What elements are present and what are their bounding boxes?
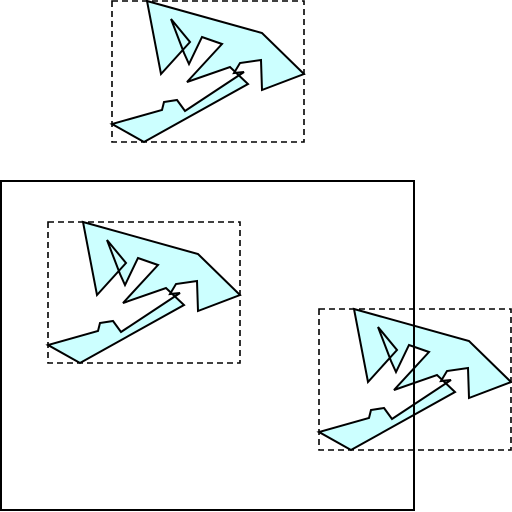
- shape-group-right: [316, 307, 512, 452]
- arrow-shape-inside[interactable]: [45, 220, 242, 365]
- arrow-shape-top[interactable]: [109, 0, 306, 144]
- bounding-box-inside: [47, 221, 241, 364]
- shape-group-top: [109, 0, 306, 144]
- bounding-box-top: [111, 0, 305, 143]
- shape-group-inside: [45, 220, 242, 365]
